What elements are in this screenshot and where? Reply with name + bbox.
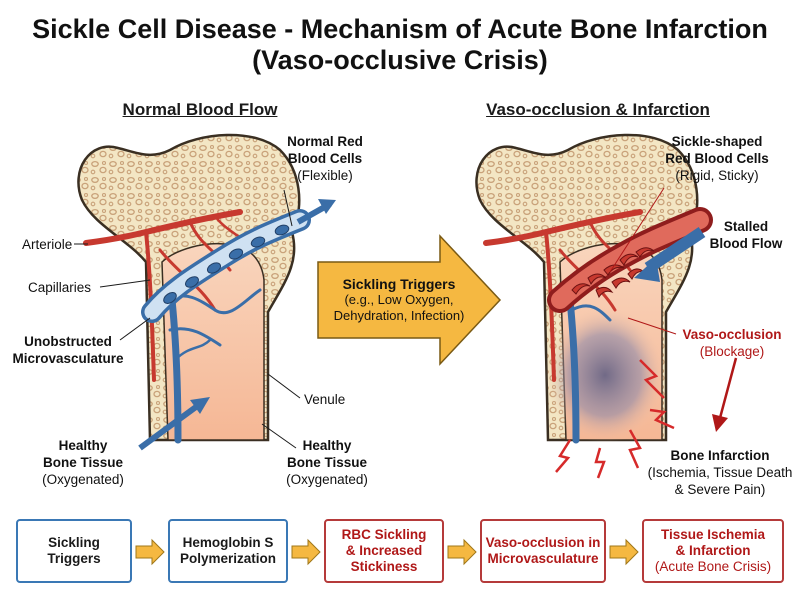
left-leader-lines	[74, 189, 301, 449]
left-healthy-arrow	[138, 401, 202, 451]
page-title: Sickle Cell Disease - Mechanism of Acute…	[0, 14, 800, 76]
ischemic-zone	[545, 307, 665, 443]
label-capillaries: Capillaries	[28, 280, 92, 295]
flow-step-rbc-sickling: RBC Sickling & Increased Stickiness	[324, 519, 444, 583]
title-line-1: Sickle Cell Disease - Mechanism of Acute…	[32, 14, 768, 44]
sickling-triggers-text: Sickling Triggers (e.g., Low Oxygen, Deh…	[333, 276, 465, 323]
label-stalled-flow: Stalled Blood Flow	[709, 219, 783, 251]
flow-step-tissue-ischemia: Tissue Ischemia & Infarction (Acute Bone…	[642, 519, 784, 583]
right-leader-lines	[609, 187, 677, 335]
label-unobstructed: Unobstructed Microvasculature	[12, 334, 124, 366]
label-normal-rbc: Normal Red Blood Cells (Flexible)	[287, 134, 363, 183]
label-healthy-right: Healthy Bone Tissue (Oxygenated)	[286, 438, 368, 487]
flow-step-sickling-triggers: Sickling Triggers	[16, 519, 132, 583]
infarct-arrow	[718, 357, 738, 419]
label-arteriole: Arteriole	[22, 237, 73, 252]
label-healthy-left: Healthy Bone Tissue (Oxygenated)	[42, 438, 124, 487]
flow-step-hbs-polymerization: Hemoglobin S Polymerization	[168, 519, 288, 583]
left-normal-rbcs	[163, 224, 290, 304]
sickling-triggers-arrow	[317, 234, 502, 366]
label-bone-infarction: Bone Infarction (Ischemia, Tissue Death …	[647, 448, 793, 497]
pain-bolts	[555, 359, 675, 479]
flow-chevrons	[135, 538, 639, 566]
label-sickle-rbc: Sickle-shaped Red Blood Cells (Rigid, St…	[665, 134, 769, 183]
right-panel-heading: Vaso-occlusion & Infarction	[486, 100, 710, 119]
title-line-2: (Vaso-occlusive Crisis)	[252, 45, 548, 75]
left-panel-heading: Normal Blood Flow	[122, 100, 278, 119]
label-vaso-occlusion: Vaso-occlusion (Blockage)	[682, 327, 782, 359]
label-venule: Venule	[304, 392, 346, 407]
flow-step-vaso-occlusion: Vaso-occlusion in Microvasculature	[480, 519, 606, 583]
